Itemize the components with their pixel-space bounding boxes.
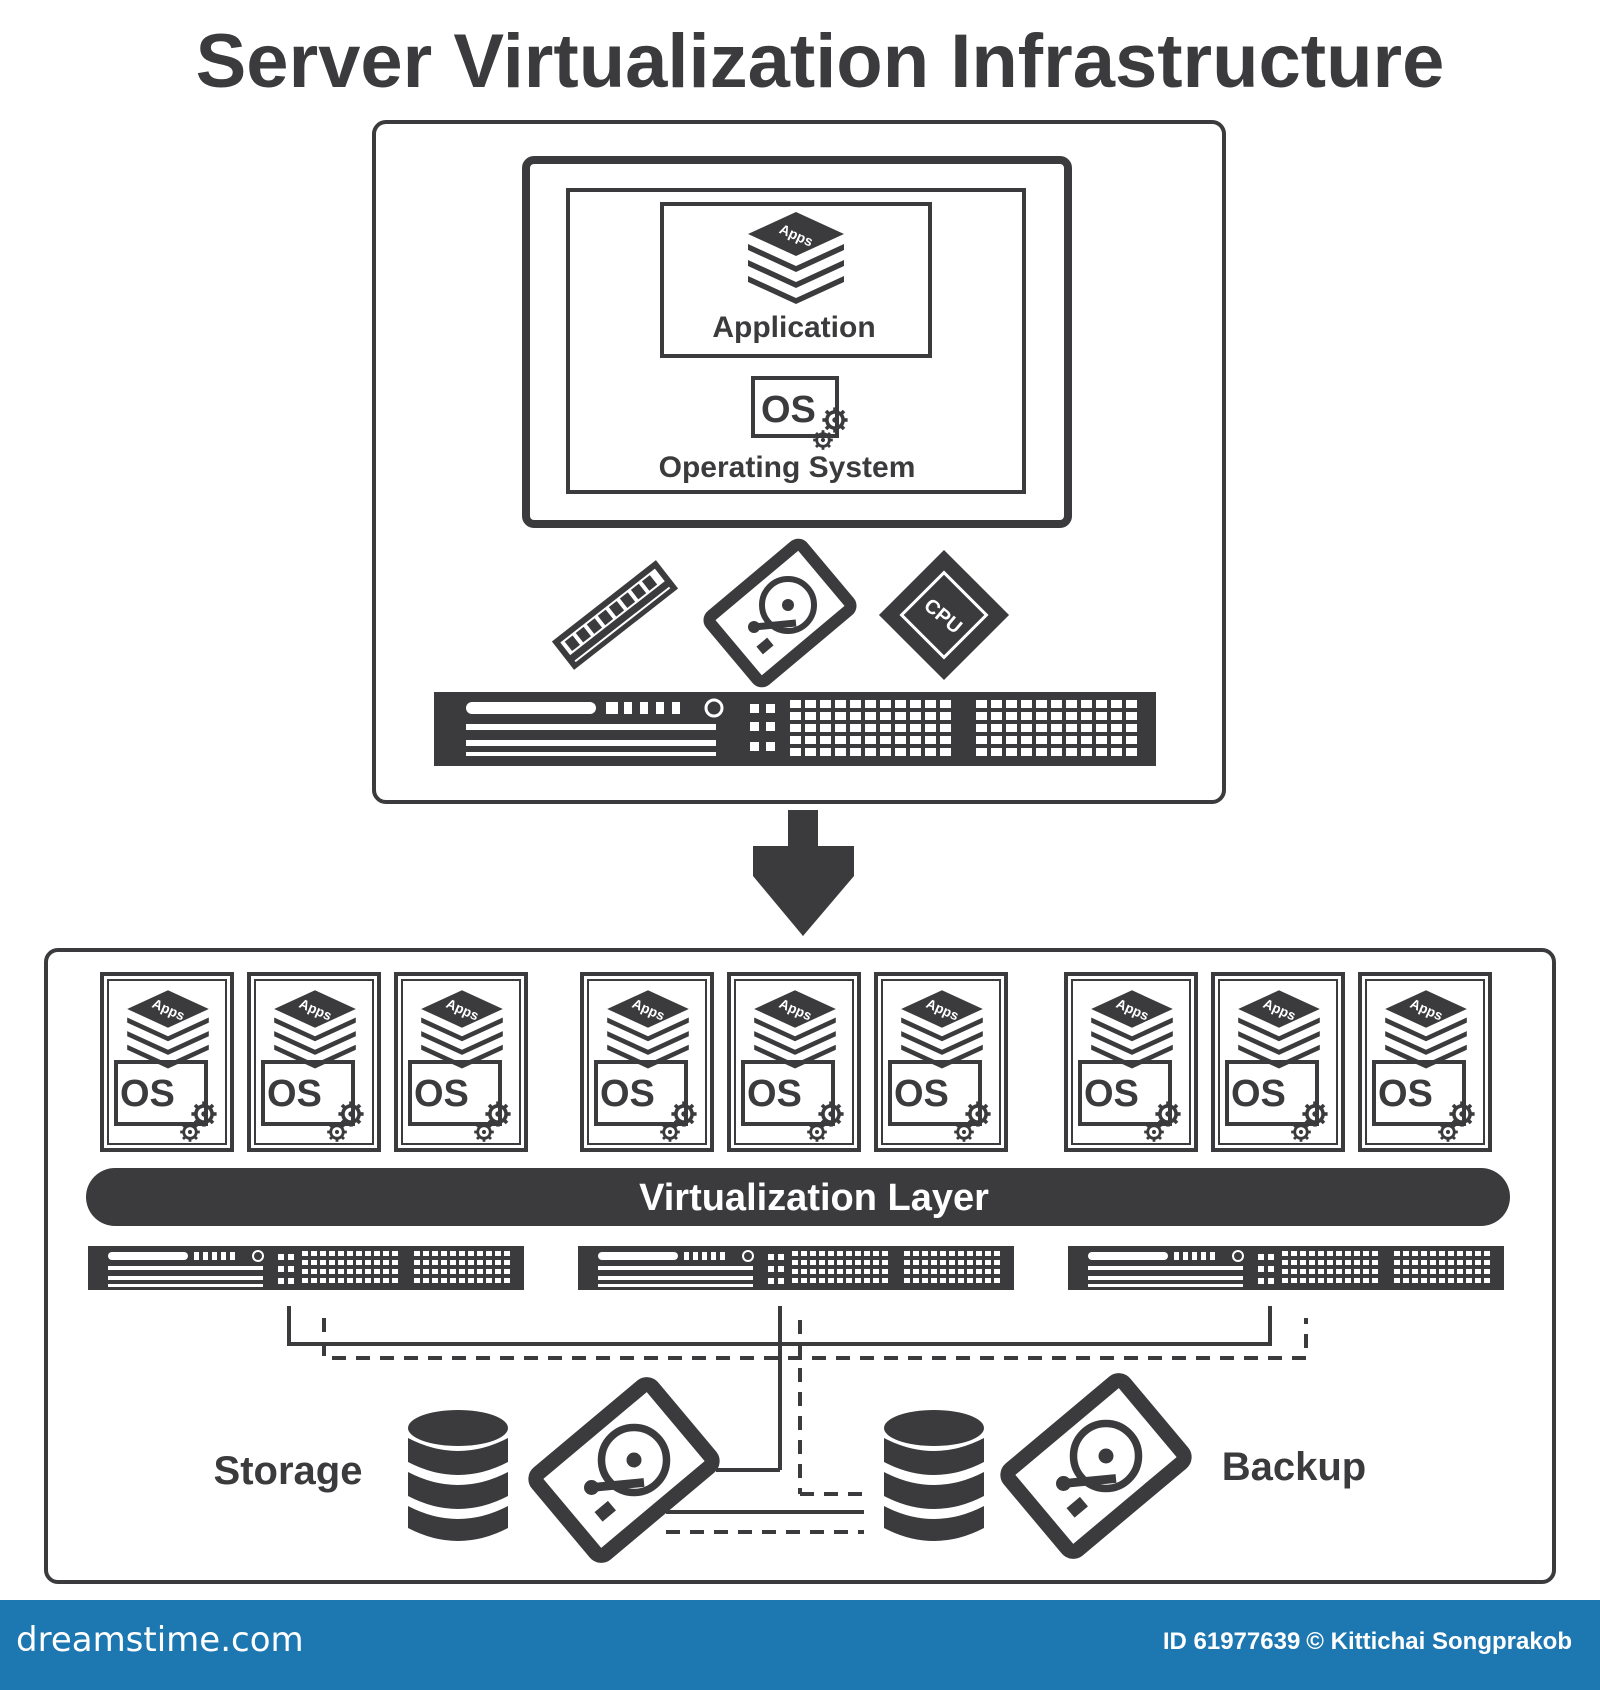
svg-text:OS: OS <box>120 1073 175 1115</box>
vm-apps-icon: Apps <box>901 990 983 1069</box>
vm-os-icon: OS <box>114 1060 219 1144</box>
vm-apps-icon: Apps <box>1091 990 1173 1069</box>
ram-module-icon <box>551 560 679 670</box>
vm-apps-icon: Apps <box>607 990 689 1069</box>
virtualization-layer-bar <box>86 1168 1510 1226</box>
storage-database-icon <box>408 1410 508 1541</box>
vm-os-icon: OS <box>261 1060 366 1144</box>
svg-text:OS: OS <box>1378 1073 1433 1115</box>
vm-os-icon: OS <box>1372 1060 1477 1144</box>
svg-text:OS: OS <box>600 1073 655 1115</box>
svg-text:OS: OS <box>761 389 816 431</box>
svg-text:OS: OS <box>747 1073 802 1115</box>
footer-bar: dreamstime.com ID 61977639© Kittichai So… <box>0 1600 1600 1690</box>
application-label: Application <box>712 311 875 344</box>
vm-os-icon: OS <box>594 1060 699 1144</box>
page-title: Server Virtualization Infrastructure <box>195 19 1445 104</box>
svg-text:OS: OS <box>1231 1073 1286 1115</box>
vm-apps-icon: Apps <box>421 990 503 1069</box>
svg-text:OS: OS <box>267 1073 322 1115</box>
rack-server-main <box>434 692 1156 766</box>
footer-id: ID 61977639 <box>1162 1628 1301 1655</box>
virtual-machines: AppsOSAppsOSAppsOSAppsOSAppsOSAppsOSApps… <box>100 972 1492 1152</box>
vm-os-icon: OS <box>1225 1060 1330 1144</box>
cpu-icon: CPU <box>878 549 1010 681</box>
backup-hard-drive-icon <box>1005 1378 1187 1555</box>
application-box <box>660 202 932 358</box>
rack-servers <box>88 1246 1504 1290</box>
storage-hard-drive-icon <box>533 1382 715 1559</box>
virtualization-layer-label: Virtualization Layer <box>639 1177 989 1219</box>
vm-apps-icon: Apps <box>1385 990 1467 1069</box>
vm-os-icon: OS <box>408 1060 513 1144</box>
hard-drive-icon <box>707 542 853 683</box>
footer-credit: ID 61977639© Kittichai Songprakob <box>1163 1628 1578 1656</box>
network-connections <box>287 1306 1308 1534</box>
vm-apps-icon: Apps <box>1238 990 1320 1069</box>
rack-server-1 <box>88 1246 524 1290</box>
vm-apps-icon: Apps <box>274 990 356 1069</box>
vm-apps-icon: Apps <box>127 990 209 1069</box>
svg-text:OS: OS <box>1084 1073 1139 1115</box>
rack-server-3 <box>1068 1246 1504 1290</box>
virtualized-box <box>44 948 1556 1584</box>
svg-text:OS: OS <box>414 1073 469 1115</box>
apps-stack-icon: Apps <box>748 212 844 304</box>
storage-label: Storage <box>214 1449 363 1493</box>
down-arrow-icon <box>753 810 854 936</box>
physical-server-box <box>372 120 1226 804</box>
backup-database-icon <box>884 1410 984 1541</box>
vm-apps-icon: Apps <box>754 990 836 1069</box>
footer-author: © Kittichai Songprakob <box>1306 1628 1572 1655</box>
backup-label: Backup <box>1222 1445 1367 1489</box>
os-icon: OS <box>751 376 850 452</box>
footer-brand[interactable]: dreamstime.com <box>16 1620 304 1660</box>
vm-os-icon: OS <box>1078 1060 1183 1144</box>
monitor <box>522 156 1072 528</box>
virtualization-diagram: Apps Application OS Operating System CPU <box>44 120 1556 1584</box>
svg-text:OS: OS <box>894 1073 949 1115</box>
vm-os-icon: OS <box>888 1060 993 1144</box>
rack-server-2 <box>578 1246 1014 1290</box>
vm-os-icon: OS <box>741 1060 846 1144</box>
operating-system-label: Operating System <box>659 451 916 484</box>
